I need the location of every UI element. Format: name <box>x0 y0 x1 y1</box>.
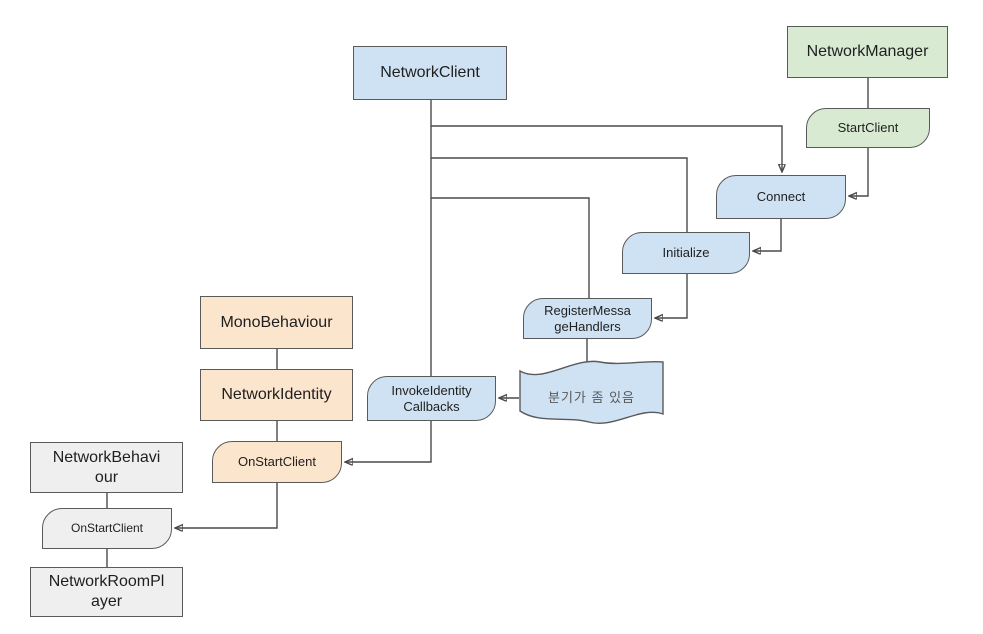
branch-note-label: 분기가 좀 있음 <box>548 389 635 405</box>
network-manager-node: NetworkManager <box>787 26 948 78</box>
edge-startclient-connect <box>849 148 869 196</box>
network-room-player-node: NetworkRoomPl ayer <box>30 567 183 617</box>
edge-invokeidentitycallbacks-onstartclient <box>345 421 432 462</box>
start-client-node: StartClient <box>806 108 930 148</box>
network-behaviour-node: NetworkBehavi our <box>30 442 183 493</box>
edge-networkclient-connect <box>431 125 782 172</box>
wave-shape <box>519 360 664 424</box>
register-message-handlers-node: RegisterMessa geHandlers <box>523 298 652 339</box>
network-identity-node: NetworkIdentity <box>200 369 353 421</box>
network-client-node: NetworkClient <box>353 46 507 100</box>
connect-node: Connect <box>716 175 846 219</box>
on-start-client-identity-node: OnStartClient <box>212 441 342 483</box>
initialize-node: Initialize <box>622 232 750 274</box>
edge-onstartclient-onstartclient2 <box>175 483 278 528</box>
branch-note-node: 분기가 좀 있음 <box>518 358 665 426</box>
edge-initialize-registermessagehandlers <box>655 274 688 318</box>
mono-behaviour-node: MonoBehaviour <box>200 296 353 349</box>
edge-networkclient-initialize <box>431 157 688 232</box>
edge-networkclient-registermessagehandlers <box>431 197 590 298</box>
invoke-identity-callbacks-node: InvokeIdentity Callbacks <box>367 376 496 421</box>
edge-connect-initialize <box>753 219 782 251</box>
on-start-client-behaviour-node: OnStartClient <box>42 508 172 549</box>
